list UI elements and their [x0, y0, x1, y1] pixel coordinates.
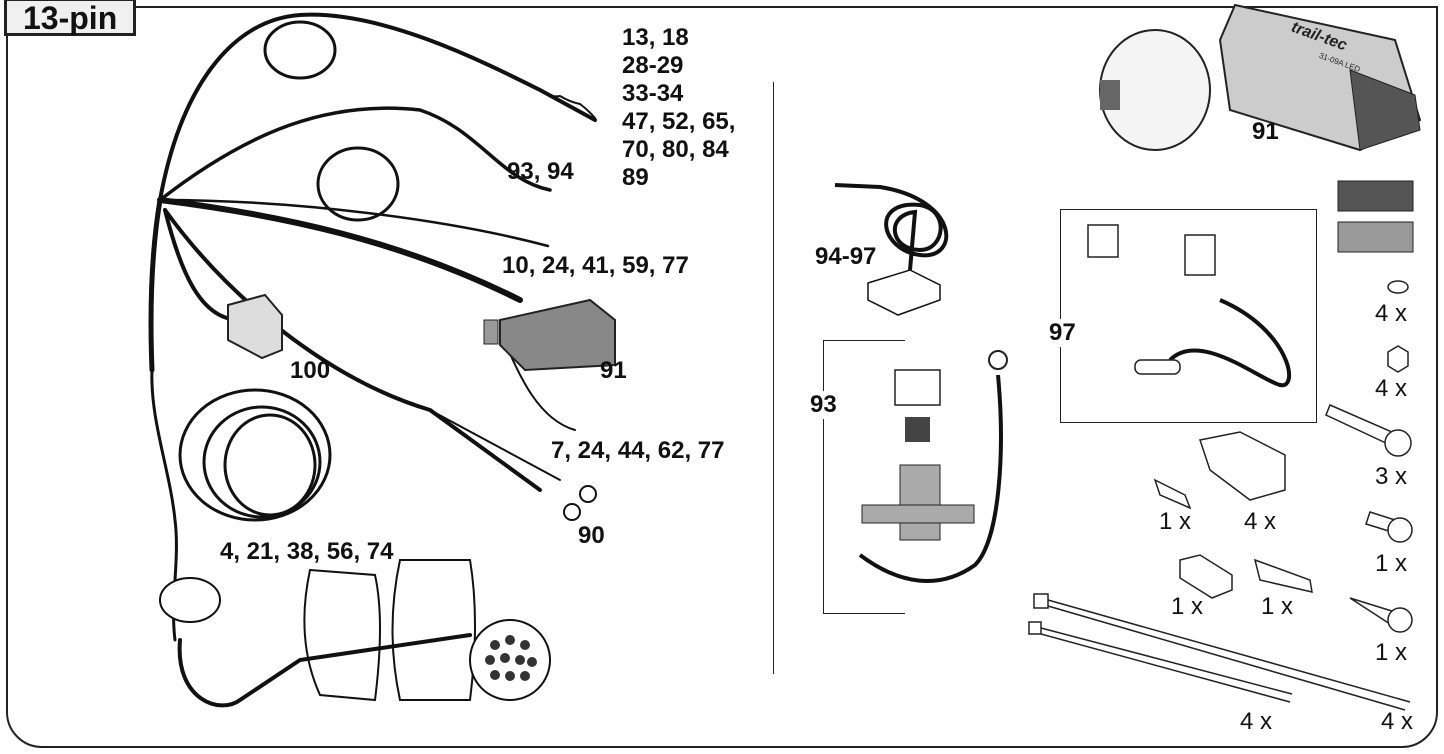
hex-nut	[1387, 345, 1409, 373]
label-socket-coil: 4, 21, 38, 56, 74	[220, 538, 394, 565]
wire-coil-top	[263, 20, 337, 80]
fuse-kit-93-bracket	[823, 340, 905, 614]
label-module-part: 91	[1252, 118, 1279, 145]
wire-numbers-line: 13, 18	[622, 24, 689, 51]
fuse-kit-97-box	[1060, 209, 1317, 423]
washer	[1387, 280, 1409, 294]
harness-wire-twisted	[158, 12, 597, 202]
qty-flat-terminal: 1 x	[1261, 593, 1294, 620]
trail-tec-module	[1218, 3, 1422, 152]
grommet	[159, 577, 221, 623]
qty-connector-housing: 1 x	[1171, 593, 1204, 620]
label-wire-lead: 7, 24, 44, 62, 77	[551, 437, 725, 464]
wire-numbers-line: 33-34	[622, 80, 684, 107]
harness-wire-93-94	[158, 106, 552, 202]
qty-cable-tie-long: 4 x	[1381, 708, 1414, 735]
qty-splice-connector: 4 x	[1244, 508, 1277, 535]
qty-hex-nut: 4 x	[1375, 375, 1408, 402]
diagram-frame	[6, 6, 1438, 748]
qty-spade-terminal: 1 x	[1159, 508, 1192, 535]
label-fuse-kit-97: 97	[1047, 319, 1078, 347]
label-fuse-kit-93: 93	[808, 391, 839, 419]
diagram-title: 13-pin	[4, 0, 137, 36]
label-ring-terminals: 90	[578, 522, 605, 549]
small-connectors	[1153, 431, 1313, 599]
label-plug-100: 100	[290, 357, 331, 384]
plug-100	[227, 293, 283, 360]
wire-numbers-line: 70, 80, 84	[622, 136, 729, 163]
section-divider	[773, 82, 774, 674]
harness-trunk	[148, 197, 163, 373]
tape-light	[1337, 221, 1414, 253]
harness-wire-ground	[163, 208, 542, 492]
trailer-socket	[1099, 29, 1211, 151]
qty-long-screw: 3 x	[1375, 463, 1408, 490]
label-wire-numbers: 13, 18 28-29 33-34 47, 52, 65, 70, 80, 8…	[622, 24, 735, 192]
qty-short-screw: 1 x	[1375, 550, 1408, 577]
wire-numbers-line: 89	[622, 164, 649, 191]
fuse-holder-93	[858, 350, 1008, 583]
qty-cable-tie-short: 4 x	[1240, 708, 1273, 735]
cable-ties	[1028, 593, 1411, 711]
harness-wire-connector	[157, 197, 523, 303]
mount-plate-2	[391, 559, 476, 701]
label-cable-94-97: 94-97	[815, 243, 877, 270]
wire-coil-mid	[316, 146, 400, 222]
qty-lock-washer: 4 x	[1375, 300, 1408, 327]
mount-plate-1	[303, 568, 381, 702]
wire-numbers-line: 28-29	[622, 52, 684, 79]
fuse-tap-97	[1087, 224, 1292, 388]
ring-terminal	[579, 485, 597, 503]
label-connector-part: 91	[600, 357, 627, 384]
label-connector-block: 10, 24, 41, 59, 77	[502, 252, 689, 279]
tape-dark	[1337, 180, 1414, 212]
cable-94-97	[834, 183, 949, 316]
wire-numbers-line: 47, 52, 65,	[622, 108, 736, 135]
connector-block-91	[483, 298, 616, 372]
label-93-94: 93, 94	[507, 158, 574, 185]
screws	[1325, 404, 1413, 633]
qty-wood-screw: 1 x	[1375, 639, 1408, 666]
socket-body-cable	[177, 633, 472, 708]
socket-13pin	[469, 619, 551, 701]
